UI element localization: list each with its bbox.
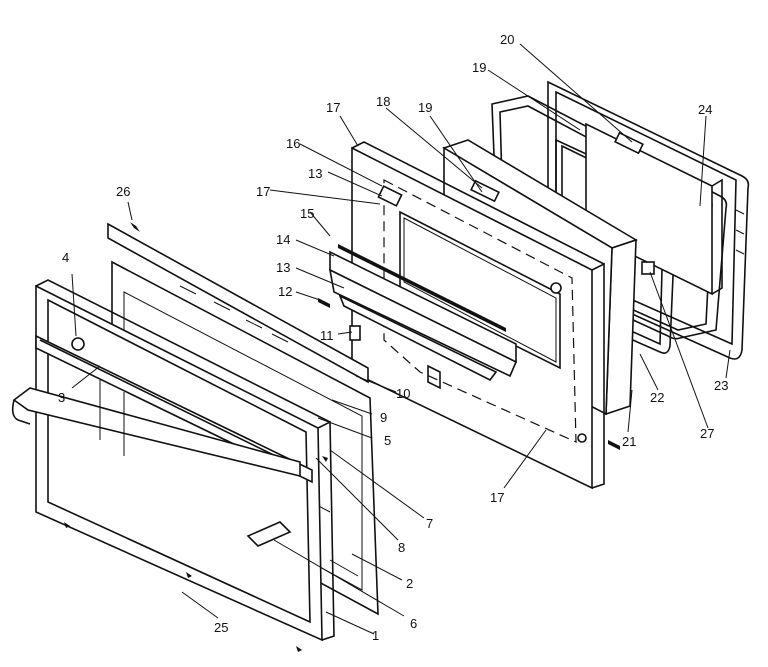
callout-5: 5 [384, 433, 391, 448]
callout-17b: 17 [256, 184, 270, 199]
callout-17a: 17 [326, 100, 340, 115]
screws-hardware [130, 222, 620, 450]
callout-8: 8 [398, 540, 405, 555]
callout-19a: 19 [418, 100, 432, 115]
callout-labels: 1 2 3 4 5 6 7 8 9 10 11 12 13 14 15 13 1… [58, 32, 728, 643]
vent-baffle [328, 244, 518, 382]
leader-lines [71, 43, 731, 635]
callout-6: 6 [410, 616, 417, 631]
callout-19b: 19 [472, 60, 486, 75]
callout-4: 4 [62, 250, 69, 265]
callout-10: 10 [396, 386, 410, 401]
callout-16: 16 [286, 136, 300, 151]
callout-25: 25 [214, 620, 228, 635]
callout-15: 15 [300, 206, 314, 221]
callout-22: 22 [650, 390, 664, 405]
callout-3: 3 [58, 390, 65, 405]
callout-11: 11 [320, 328, 334, 343]
callout-26: 26 [116, 184, 130, 199]
callout-9: 9 [380, 410, 387, 425]
callout-2: 2 [406, 576, 413, 591]
callout-13a: 13 [308, 166, 322, 181]
callout-7: 7 [426, 516, 433, 531]
outer-door-frame [11, 279, 335, 652]
callout-14: 14 [276, 232, 290, 247]
callout-13b: 13 [276, 260, 290, 275]
callout-23: 23 [714, 378, 728, 393]
callout-12: 12 [278, 284, 292, 299]
callout-20: 20 [500, 32, 514, 47]
callout-21: 21 [622, 434, 636, 449]
callout-18: 18 [376, 94, 390, 109]
callout-1: 1 [372, 628, 379, 643]
callout-27: 27 [700, 426, 714, 441]
callout-17c: 17 [490, 490, 504, 505]
callout-24: 24 [698, 102, 712, 117]
